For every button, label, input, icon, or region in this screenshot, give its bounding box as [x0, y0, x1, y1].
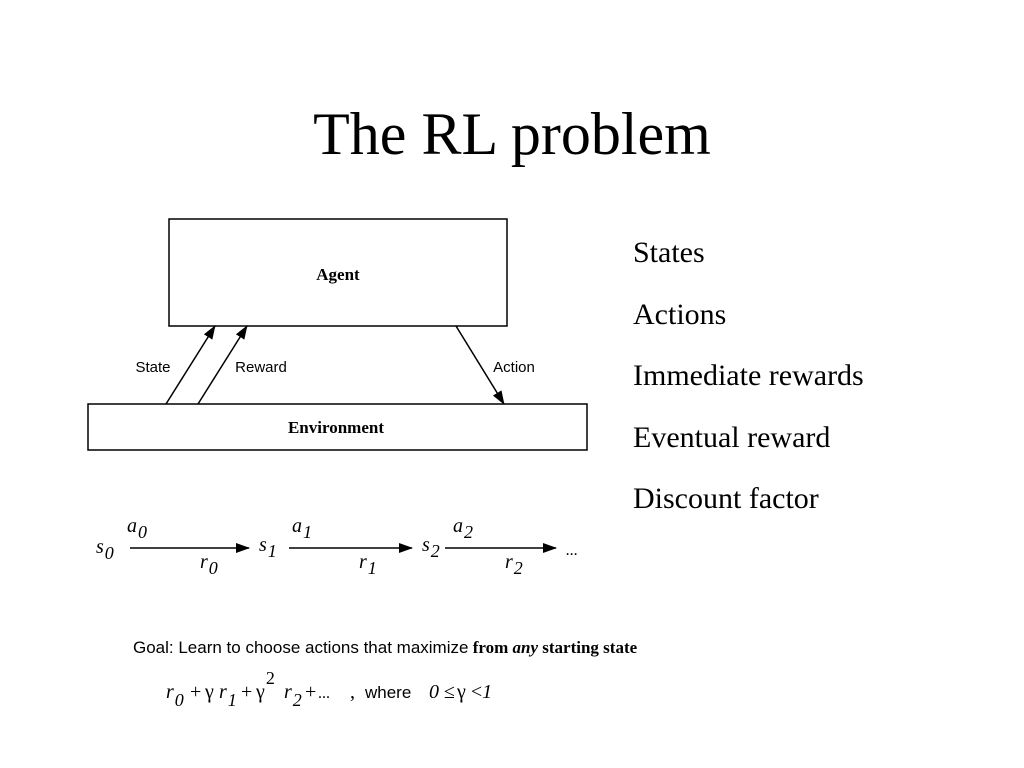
bullet-text: Immediate rewards — [633, 359, 864, 392]
bullet-item: Immediate rewards — [633, 345, 864, 407]
reward-r2: r2 — [505, 551, 523, 578]
state-s0: s0 — [96, 536, 114, 563]
state-s2: s2 — [422, 534, 440, 561]
formula-gamma-1: γ — [204, 681, 214, 703]
formula-plus-1: + — [190, 681, 201, 703]
state-label: State — [135, 359, 170, 376]
formula-r1: r1 — [219, 681, 237, 710]
agent-box — [168, 218, 508, 327]
action-label: Action — [493, 359, 535, 376]
formula-comma: , — [350, 681, 355, 703]
action-a0: a0 — [127, 515, 147, 542]
bullet-list: States Actions Immediate rewards Eventua… — [633, 222, 864, 530]
bullet-item: Eventual reward — [633, 407, 864, 469]
bullet-item: Discount factor — [633, 468, 864, 530]
formula-plus-2: + — [241, 681, 252, 703]
formula-condition: 0≤γ<1 — [429, 681, 492, 703]
bullet-text: Discount factor — [633, 482, 819, 515]
goal-any: any — [512, 638, 539, 657]
bullet-text: Eventual reward — [633, 420, 831, 454]
reward-label: Reward — [235, 359, 287, 376]
state-arrow — [165, 325, 216, 405]
formula-r0: r0 — [166, 681, 184, 710]
state-s1: s1 — [259, 534, 277, 561]
goal-prefix: Goal: Learn to choose actions that maxim… — [133, 638, 469, 657]
action-a1: a1 — [292, 515, 312, 542]
goal-from: from — [472, 638, 509, 657]
formula-gamma-2: γ2 — [255, 668, 275, 703]
agent-label: Agent — [316, 265, 360, 284]
goal-suffix: starting state — [542, 638, 638, 657]
formula-dots: ... — [318, 685, 330, 702]
environment-label: Environment — [288, 418, 384, 437]
bullet-text: Actions — [633, 297, 727, 331]
reward-r0: r0 — [200, 551, 218, 578]
formula-plus-3: + — [305, 681, 316, 703]
formula-r2: r2 — [284, 681, 302, 710]
reward-arrow — [197, 325, 248, 405]
environment-box — [87, 403, 588, 451]
goal-statement: Goal: Learn to choose actions that maxim… — [133, 638, 637, 658]
bullet-item: Actions — [633, 284, 864, 346]
formula-where: where — [364, 683, 411, 702]
bullet-item: States — [633, 222, 864, 284]
action-a2: a2 — [453, 515, 473, 542]
reward-r1: r1 — [359, 551, 377, 578]
bullet-text: States — [633, 236, 705, 269]
slide-title: The RL problem — [313, 101, 711, 167]
action-arrow — [455, 325, 505, 405]
sequence-ellipsis: ... — [566, 542, 578, 559]
